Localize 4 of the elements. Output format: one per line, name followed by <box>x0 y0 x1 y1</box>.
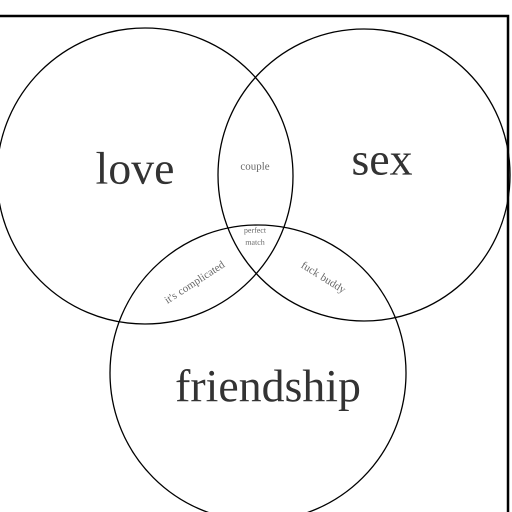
set-label: sex <box>353 152 412 176</box>
set-label: love <box>96 152 173 184</box>
region-label: couple <box>240 162 270 172</box>
set-label: friendship <box>176 369 360 411</box>
